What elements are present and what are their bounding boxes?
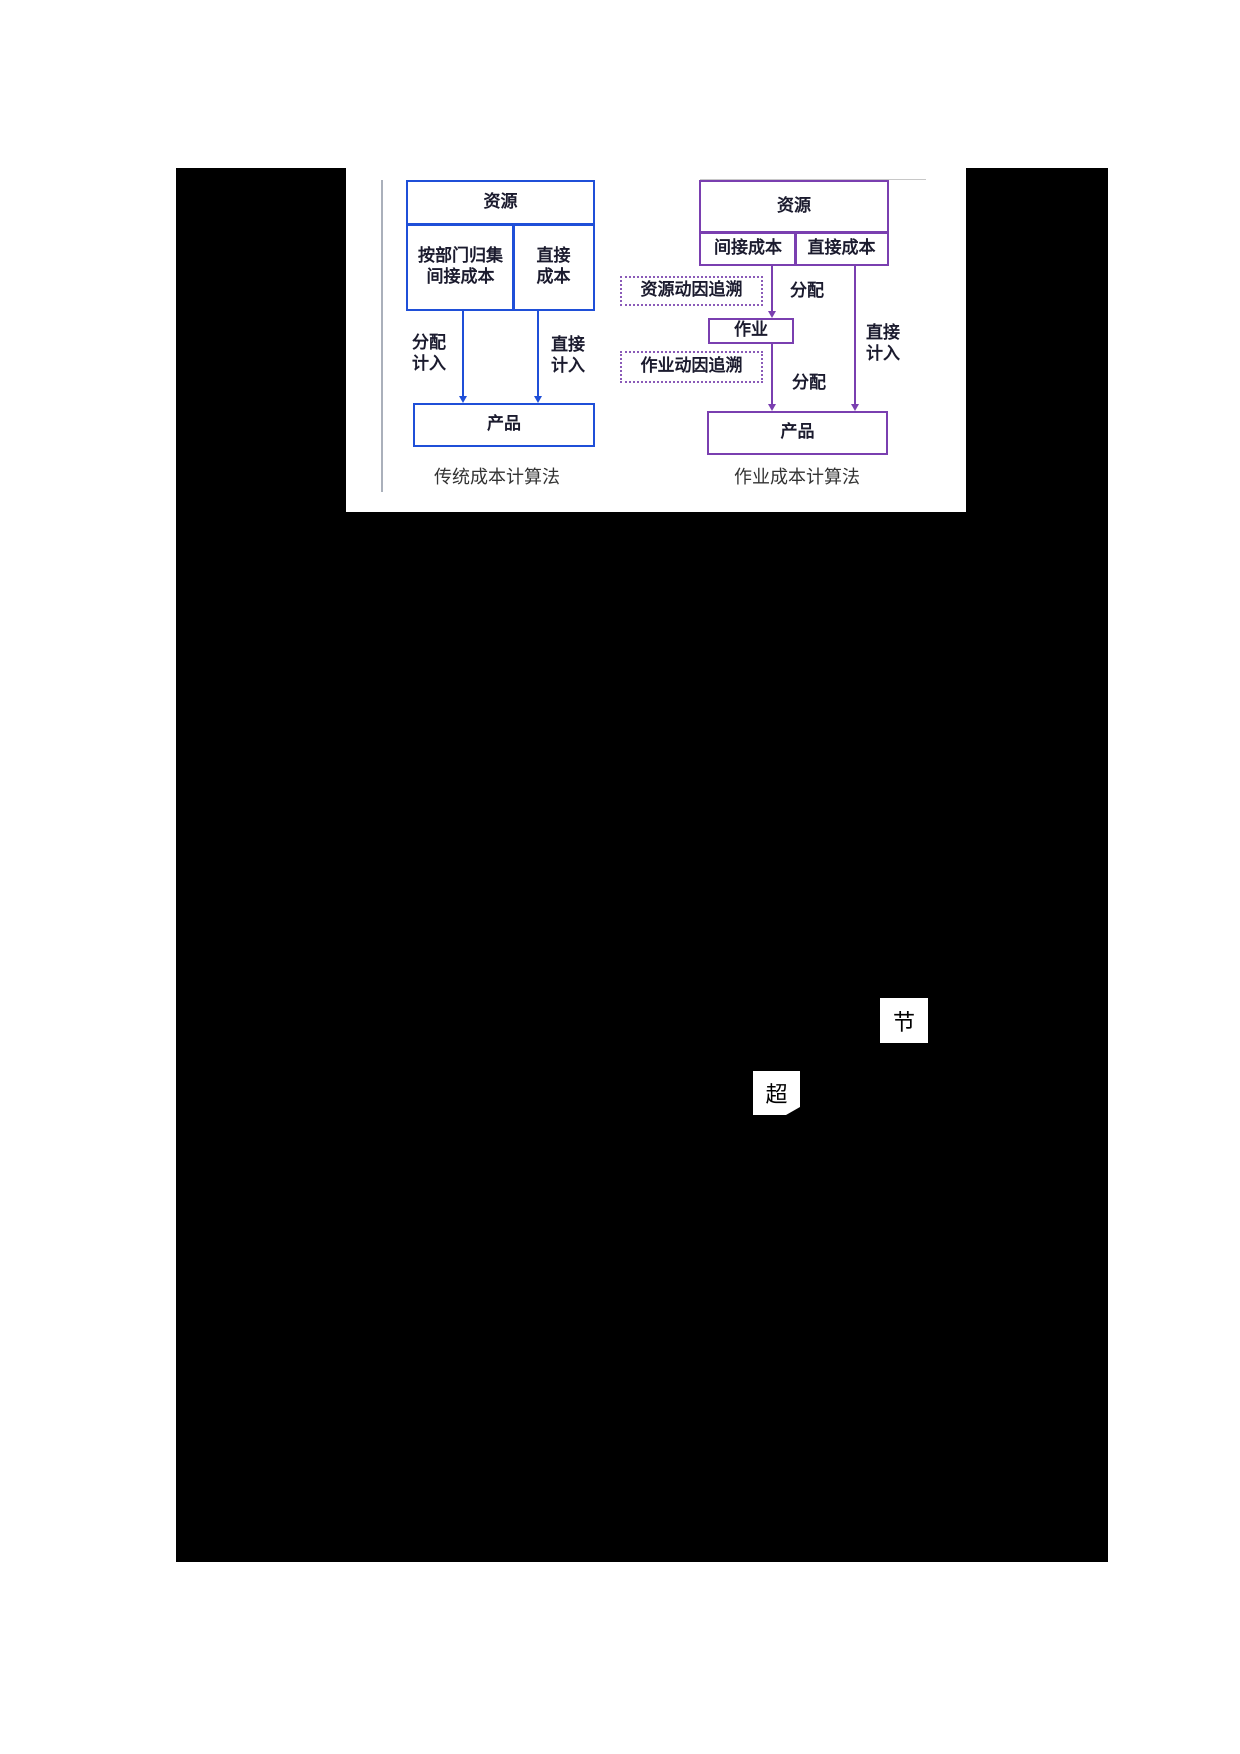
traditional-product-box: 产品 <box>413 403 595 447</box>
figure-left-edge-line <box>381 180 383 492</box>
traditional-direct-in-line2: 计入 <box>551 356 585 376</box>
traditional-indirect-label-line1: 按部门归集 <box>418 245 503 266</box>
abc-activity-to-product-connector <box>771 344 773 407</box>
traditional-caption: 传统成本计算法 <box>434 467 560 488</box>
fragment-notch <box>786 1107 800 1115</box>
traditional-allocate-line1: 分配 <box>412 332 446 353</box>
abc-direct-connector <box>854 266 856 407</box>
traditional-indirect-cost-box: 按部门归集 间接成本 <box>406 223 515 311</box>
traditional-product-label: 产品 <box>487 414 521 435</box>
traditional-direct-label-line1: 直接 <box>536 245 571 266</box>
abc-direct-cost-box: 直接成本 <box>794 231 889 266</box>
abc-resource-box: 资源 <box>699 180 889 234</box>
traditional-direct-arrowhead-icon <box>534 396 542 403</box>
abc-allocate-upper-label: 分配 <box>790 281 824 302</box>
abc-caption: 作业成本计算法 <box>734 467 860 488</box>
traditional-resource-label: 资源 <box>483 192 518 213</box>
text-fragment-jie: 节 <box>880 998 928 1043</box>
traditional-direct-cost-box: 直接 成本 <box>512 223 595 311</box>
abc-direct-in-line2: 计入 <box>866 344 900 364</box>
figure-top-edge-line <box>700 179 926 180</box>
abc-activity-box: 作业 <box>708 318 794 344</box>
traditional-allocate-label: 分配 计入 <box>404 330 454 378</box>
traditional-direct-in-line1: 直接 <box>551 334 585 355</box>
traditional-allocate-arrowhead-icon <box>459 396 467 403</box>
abc-direct-label: 直接成本 <box>807 237 876 258</box>
traditional-indirect-label-line2: 间接成本 <box>426 267 495 287</box>
abc-product-box: 产品 <box>707 411 888 455</box>
abc-activity-arrowhead-icon <box>768 311 776 318</box>
traditional-resource-box: 资源 <box>406 180 595 226</box>
abc-direct-in-line1: 直接 <box>866 322 900 343</box>
traditional-direct-in-label: 直接 计入 <box>543 332 593 380</box>
abc-resource-driver-box: 资源动因追溯 <box>620 276 763 306</box>
traditional-direct-connector <box>537 311 539 399</box>
abc-activity-driver-box: 作业动因追溯 <box>620 351 763 383</box>
abc-product-label: 产品 <box>780 422 815 443</box>
abc-resource-label: 资源 <box>777 196 811 217</box>
abc-indirect-label: 间接成本 <box>714 237 782 258</box>
abc-allocate-lower-label: 分配 <box>792 373 826 394</box>
abc-product-arrowhead-left-icon <box>768 404 776 411</box>
traditional-allocate-line2: 计入 <box>412 354 446 374</box>
abc-indirect-to-activity-connector <box>771 266 773 314</box>
abc-resource-driver-label: 资源动因追溯 <box>640 280 743 301</box>
abc-indirect-cost-box: 间接成本 <box>699 231 797 266</box>
abc-product-arrowhead-right-icon <box>851 404 859 411</box>
traditional-allocate-connector <box>462 311 464 399</box>
traditional-direct-label-line2: 成本 <box>536 267 571 287</box>
abc-direct-in-label: 直接 计入 <box>858 320 908 368</box>
abc-activity-driver-label: 作业动因追溯 <box>640 356 743 377</box>
abc-activity-label: 作业 <box>734 320 768 341</box>
